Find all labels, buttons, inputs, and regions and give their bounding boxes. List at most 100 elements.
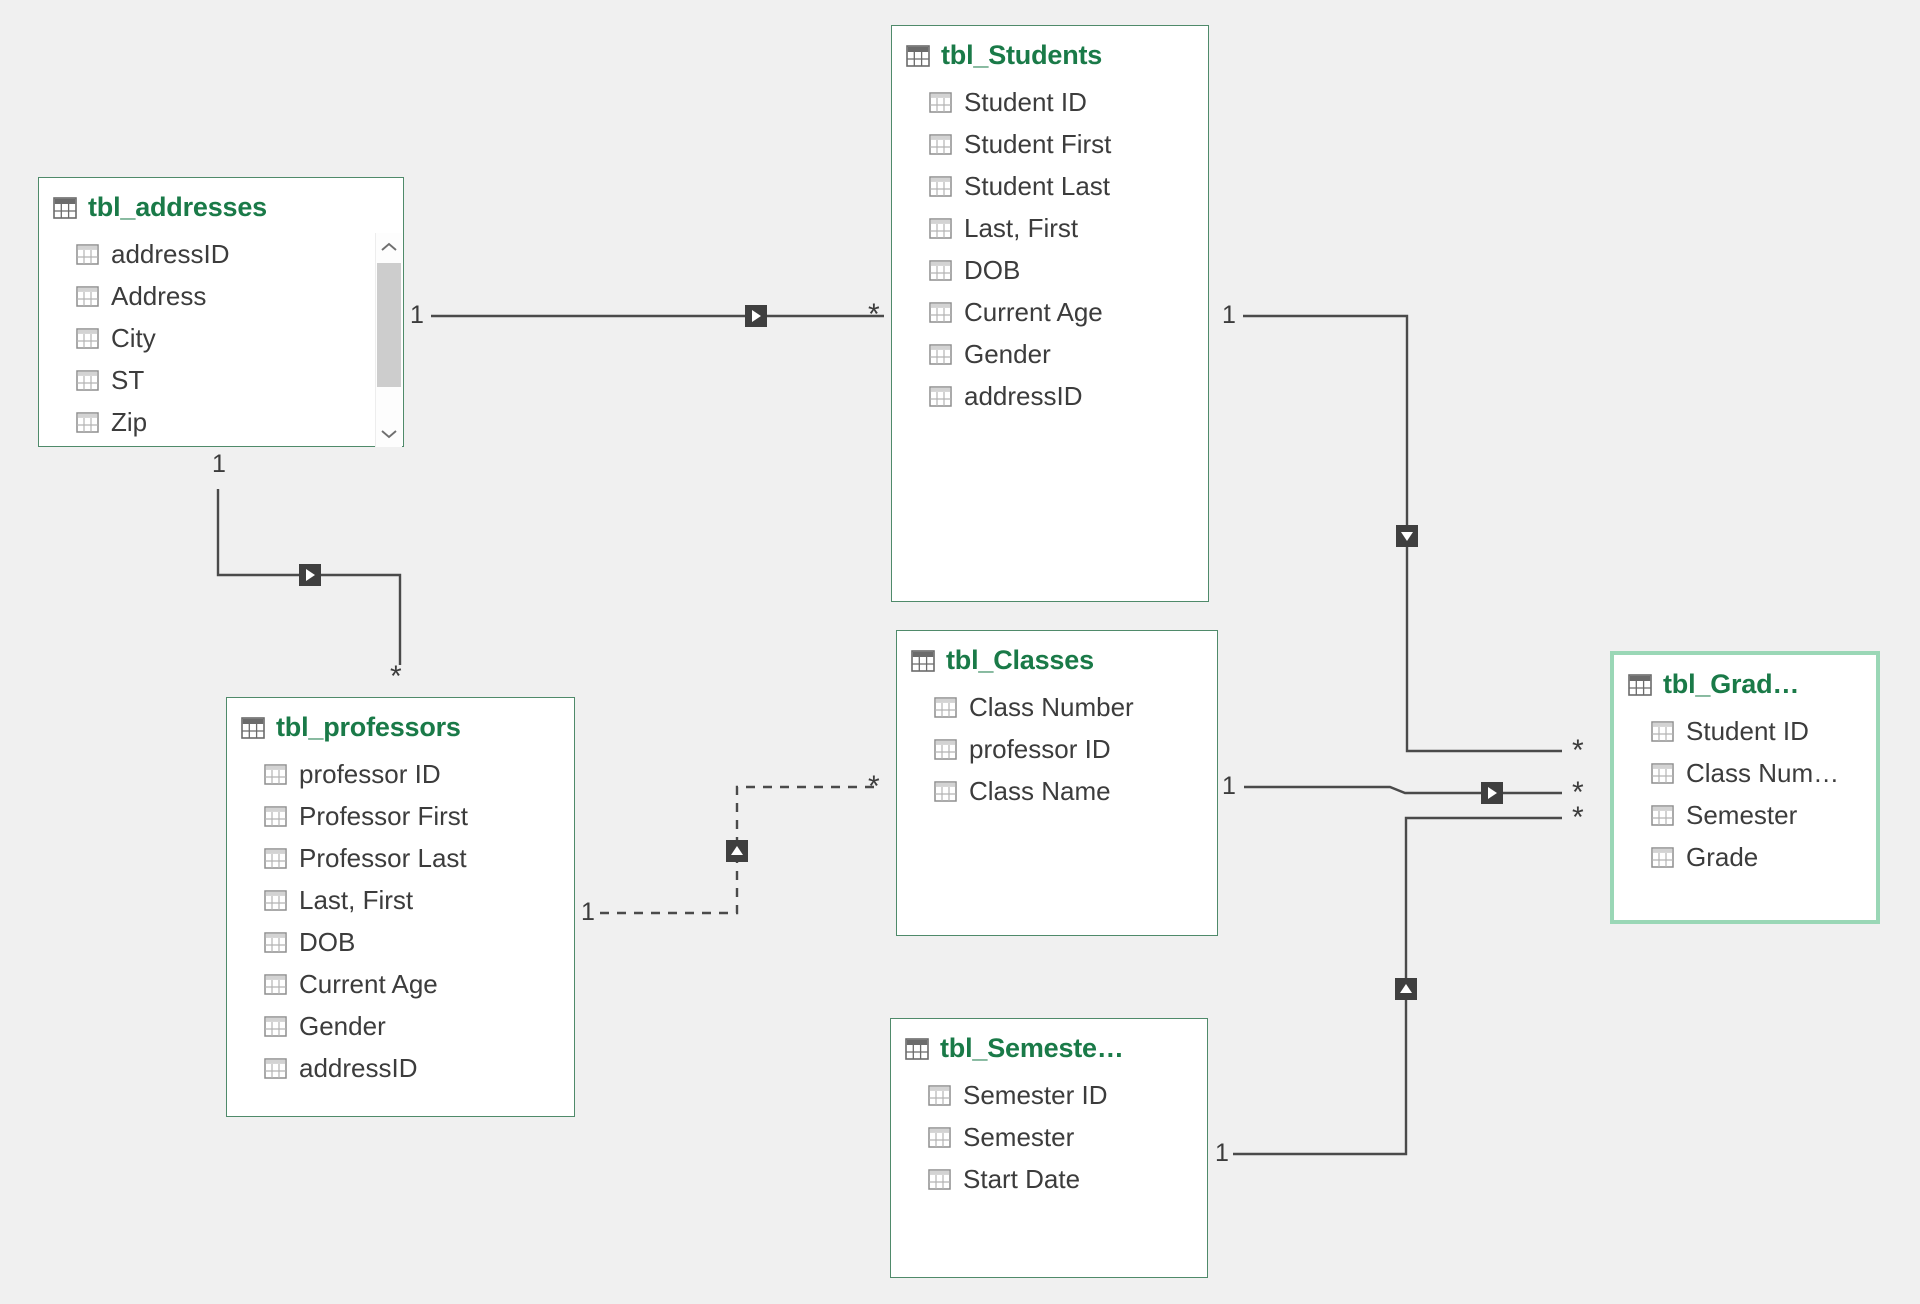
relationship-direction-arrow-right[interactable] <box>299 564 321 586</box>
field-icon <box>264 889 287 911</box>
table-card-tbl_professors[interactable]: tbl_professors professor ID Professor Firs… <box>226 697 575 1117</box>
field-row[interactable]: Student Last <box>892 165 1208 207</box>
table-header[interactable]: tbl_Grad… <box>1614 655 1876 700</box>
field-icon <box>1651 720 1674 742</box>
table-header[interactable]: tbl_Semeste… <box>891 1019 1207 1064</box>
table-icon <box>911 649 935 672</box>
cardinality-from-addresses-to-professors: 1 <box>212 450 226 478</box>
field-icon <box>1651 762 1674 784</box>
chevron-down-icon[interactable] <box>380 428 398 440</box>
field-list: Class Number professor ID Class Name <box>897 686 1217 812</box>
field-row[interactable]: Address <box>39 275 403 317</box>
field-row[interactable]: Last, First <box>227 879 574 921</box>
scroll-down-button[interactable] <box>376 420 402 447</box>
field-row[interactable]: Current Age <box>227 963 574 1005</box>
field-icon <box>928 1168 951 1190</box>
table-header[interactable]: tbl_Classes <box>897 631 1217 676</box>
cardinality-to-addresses-to-professors: * <box>390 660 402 693</box>
relationship-direction-arrow-down[interactable] <box>1396 525 1418 547</box>
field-row[interactable]: Gender <box>227 1005 574 1047</box>
field-row[interactable]: professor ID <box>227 753 574 795</box>
field-row[interactable]: DOB <box>892 249 1208 291</box>
field-label: professor ID <box>969 733 1111 764</box>
field-row[interactable]: Class Number <box>897 686 1217 728</box>
field-row[interactable]: Professor First <box>227 795 574 837</box>
field-label: Student ID <box>1686 715 1809 746</box>
field-label: professor ID <box>299 758 441 789</box>
field-icon <box>1651 846 1674 868</box>
field-row[interactable]: Student ID <box>892 81 1208 123</box>
field-row[interactable]: Last, First <box>892 207 1208 249</box>
field-row[interactable]: Class Num… <box>1614 752 1876 794</box>
field-row[interactable]: Gender <box>892 333 1208 375</box>
field-label: Address <box>111 280 207 311</box>
scroll-up-button[interactable] <box>376 233 402 260</box>
scrollbar-thumb[interactable] <box>377 262 401 388</box>
field-row[interactable]: City <box>39 317 403 359</box>
vertical-scrollbar[interactable] <box>375 233 402 447</box>
field-icon <box>929 217 952 239</box>
field-row[interactable]: Student First <box>892 123 1208 165</box>
relationship-line-professors-to-classes[interactable] <box>600 785 879 915</box>
field-icon <box>929 175 952 197</box>
field-icon <box>929 301 952 323</box>
field-row[interactable]: DOB <box>227 921 574 963</box>
cardinality-to-professors-to-classes: * <box>868 770 880 803</box>
relationship-direction-arrow-up[interactable] <box>726 840 748 862</box>
field-row[interactable]: addressID <box>39 233 403 275</box>
relationship-line-semesters-to-grades[interactable] <box>1233 816 1562 1156</box>
field-label: Student ID <box>964 86 1087 117</box>
relationship-direction-arrow-right[interactable] <box>1481 782 1503 804</box>
field-row[interactable]: Semester <box>1614 794 1876 836</box>
table-header[interactable]: tbl_addresses <box>39 178 403 223</box>
table-title: tbl_Classes <box>946 645 1094 675</box>
field-row[interactable]: addressID <box>892 375 1208 417</box>
field-row[interactable]: Zip <box>39 401 403 443</box>
field-row[interactable]: Current Age <box>892 291 1208 333</box>
field-label: Gender <box>964 338 1051 369</box>
cardinality-from-addresses-to-students: 1 <box>410 301 424 329</box>
field-label: Current Age <box>299 968 438 999</box>
field-icon <box>76 285 99 307</box>
field-label: Student Last <box>964 170 1110 201</box>
field-icon <box>76 327 99 349</box>
table-header[interactable]: tbl_Students <box>892 26 1208 71</box>
table-header[interactable]: tbl_professors <box>227 698 574 743</box>
field-label: addressID <box>111 238 230 269</box>
relationship-line-students-to-grades[interactable] <box>1243 314 1562 753</box>
field-row[interactable]: professor ID <box>897 728 1217 770</box>
field-row[interactable]: ST <box>39 359 403 401</box>
field-row[interactable]: Student ID <box>1614 710 1876 752</box>
field-row[interactable]: Professor Last <box>227 837 574 879</box>
field-row[interactable]: Start Date <box>891 1158 1207 1200</box>
relationship-line-classes-to-grades[interactable] <box>1244 785 1562 795</box>
cardinality-to-classes-to-grades: * <box>1572 776 1584 809</box>
cardinality-from-professors-to-classes: 1 <box>581 898 595 926</box>
field-row[interactable]: addressID <box>227 1047 574 1089</box>
field-icon <box>929 385 952 407</box>
field-icon <box>76 243 99 265</box>
field-row[interactable]: Class Name <box>897 770 1217 812</box>
field-row[interactable]: Grade <box>1614 836 1876 878</box>
field-label: Professor First <box>299 800 469 831</box>
field-icon <box>934 696 957 718</box>
field-icon <box>934 780 957 802</box>
relationship-line-addresses-to-professors[interactable] <box>216 489 402 665</box>
field-row[interactable]: Semester <box>891 1116 1207 1158</box>
field-icon <box>76 369 99 391</box>
field-icon <box>264 1015 287 1037</box>
field-label: addressID <box>299 1052 418 1083</box>
field-row[interactable]: Semester ID <box>891 1074 1207 1116</box>
table-title: tbl_professors <box>276 712 461 742</box>
relationship-direction-arrow-right[interactable] <box>745 305 767 327</box>
relationship-direction-arrow-up[interactable] <box>1395 978 1417 1000</box>
chevron-up-icon[interactable] <box>380 241 398 253</box>
